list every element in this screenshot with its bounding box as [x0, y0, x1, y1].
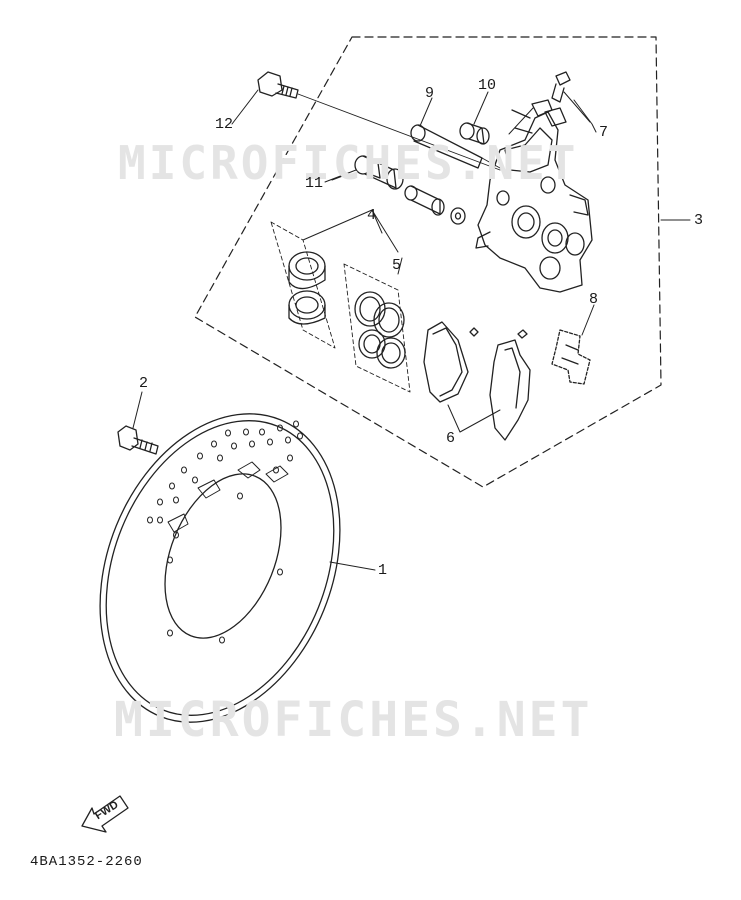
brake-pad-6a — [423, 321, 479, 403]
seals-5 — [343, 263, 411, 393]
drawing-code: 4BA1352-2260 — [30, 854, 143, 870]
brake-disc-1 — [99, 413, 341, 723]
callout-6: 6 — [446, 430, 456, 447]
callout-8: 8 — [589, 291, 599, 308]
callout-7: 7 — [599, 124, 609, 141]
callout-2: 2 — [139, 375, 149, 392]
callout-1: 1 — [378, 562, 388, 579]
callout-5: 5 — [392, 257, 402, 274]
bushing-10 — [459, 122, 490, 145]
watermark: MICROFICHES.NET — [118, 136, 579, 190]
bolt-12 — [257, 71, 501, 171]
pad-spring-8 — [551, 329, 591, 385]
pin-9 — [410, 124, 501, 169]
fwd-arrow-icon — [81, 795, 129, 833]
callout-3: 3 — [694, 212, 704, 229]
watermark: MICROFICHES.NET — [114, 692, 593, 748]
leader-lines — [132, 89, 691, 571]
callout-10: 10 — [478, 77, 497, 94]
brake-pad-6b — [489, 329, 531, 441]
bolt-2 — [117, 425, 159, 455]
sleeve-11 — [354, 155, 404, 190]
callout-12: 12 — [215, 116, 234, 133]
slide-pin — [404, 185, 466, 225]
pistons-4 — [270, 221, 336, 349]
caliper-body — [475, 109, 593, 293]
caliper-assembly-boundary — [194, 36, 662, 488]
callout-9: 9 — [425, 85, 435, 102]
callout-4: 4 — [367, 207, 377, 224]
bleeder-7 — [531, 71, 571, 127]
callout-11: 11 — [305, 175, 324, 192]
